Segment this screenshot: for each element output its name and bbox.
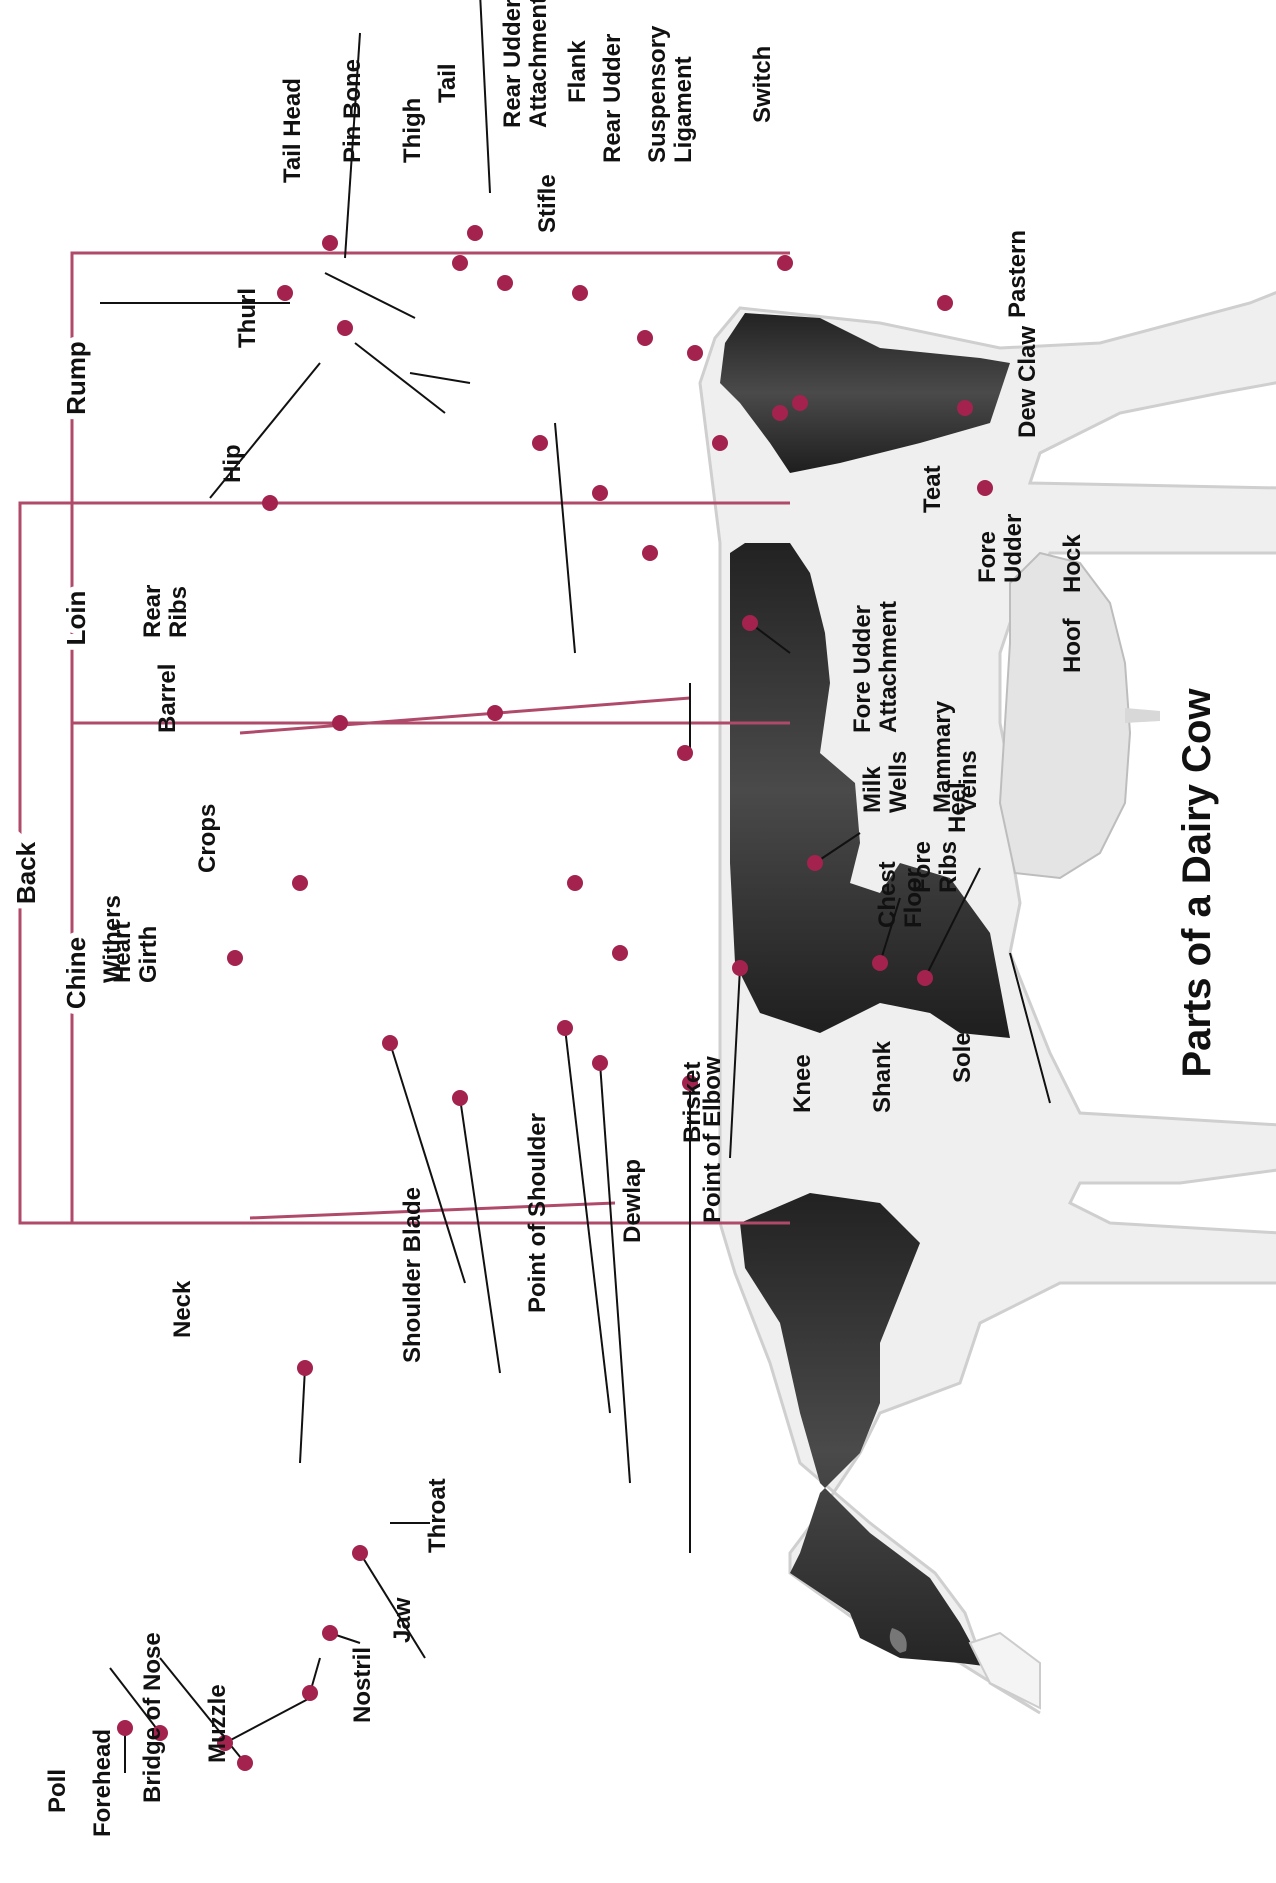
dot-sole — [917, 970, 933, 986]
rump-bracket — [72, 253, 790, 503]
label-rump: Rump — [61, 341, 91, 415]
label-muzzle: Muzzle — [204, 1684, 231, 1763]
dot-tail — [467, 225, 483, 241]
label-shank: Shank — [869, 1040, 896, 1113]
label-sole: Sole — [949, 1032, 976, 1083]
label-bridge-of-nose: Bridge of Nose — [139, 1632, 166, 1803]
dot-teat — [772, 405, 788, 421]
region-brackets — [20, 253, 790, 1223]
label-switch: Switch — [749, 46, 776, 123]
chine-bracket — [72, 723, 790, 1223]
label-suspensory-ligament: Suspensory Ligament — [644, 19, 697, 163]
dot-tail-head — [277, 285, 293, 301]
dot-fore-udder — [712, 435, 728, 451]
label-crops: Crops — [194, 804, 221, 873]
label-milk-wells: Milk Wells — [859, 751, 912, 813]
dot-thigh — [452, 255, 468, 271]
label-rear-ribs: Rear Ribs — [139, 578, 192, 638]
dot-hip — [262, 495, 278, 511]
label-thigh: Thigh — [399, 98, 426, 163]
dot-flank — [592, 485, 608, 501]
dot-shoulder-blade — [382, 1035, 398, 1051]
label-nostril: Nostril — [349, 1647, 376, 1723]
label-tail-head: Tail Head — [279, 78, 306, 183]
label-pastern: Pastern — [1004, 230, 1031, 318]
label-loin: Loin — [61, 591, 91, 646]
dot-shank — [872, 955, 888, 971]
dot-crops — [292, 875, 308, 891]
dot-throat — [352, 1545, 368, 1561]
label-hip: Hip — [219, 444, 246, 483]
dot-chest-floor — [612, 945, 628, 961]
teat-shape — [1125, 708, 1160, 723]
label-jaw: Jaw — [389, 1597, 416, 1643]
label-neck: Neck — [169, 1280, 196, 1338]
dot-thurl — [337, 320, 353, 336]
label-pin-bone: Pin Bone — [339, 59, 366, 163]
dot-milk-wells — [677, 745, 693, 761]
label-barrel: Barrel — [154, 664, 181, 733]
dot-hoof — [977, 480, 993, 496]
label-rear-udder: Rear Udder — [599, 34, 626, 163]
label-stifle: Stifle — [534, 174, 561, 233]
region-labels: Back Chine Loin Rump — [11, 341, 91, 1009]
dot-suspensory-ligament-2 — [687, 345, 703, 361]
dot-fore-udder-attachment — [642, 545, 658, 561]
dot-stifle — [532, 435, 548, 451]
label-heart-girth: Heart Girth — [109, 915, 162, 983]
dot-dew-claw — [957, 400, 973, 416]
label-dew-claw: Dew Claw — [1014, 326, 1041, 438]
back-bracket — [20, 503, 790, 1223]
diagram-title: Parts of a Dairy Cow — [1175, 688, 1219, 1078]
dot-switch — [777, 255, 793, 271]
dot-knee — [732, 960, 748, 976]
label-tail: Tail — [434, 63, 461, 103]
heart-girth-line — [250, 1203, 615, 1218]
udder — [1000, 553, 1130, 878]
dot-dewlap — [557, 1020, 573, 1036]
label-dewlap: Dewlap — [619, 1159, 646, 1243]
dot-mammary-veins — [742, 615, 758, 631]
label-flank: Flank — [564, 40, 591, 103]
label-throat: Throat — [424, 1478, 451, 1553]
label-fore-udder-attachment: Fore Udder Attachment — [849, 598, 902, 733]
label-poll: Poll — [44, 1769, 71, 1813]
dot-brisket — [592, 1055, 608, 1071]
label-shoulder-blade: Shoulder Blade — [399, 1187, 426, 1363]
label-hock: Hock — [1059, 534, 1086, 593]
label-back: Back — [11, 841, 41, 904]
dot-poll — [117, 1720, 133, 1736]
dot-hock — [792, 395, 808, 411]
diagram-rotated: Poll Forehead Bridge of Nose Muzzle Nost… — [11, 0, 1276, 1837]
dot-point-of-shoulder — [452, 1090, 468, 1106]
dot-heel — [807, 855, 823, 871]
label-chine: Chine — [61, 937, 91, 1009]
dot-rear-udder — [572, 285, 588, 301]
label-point-of-shoulder: Point of Shoulder — [524, 1113, 551, 1313]
barrel-line — [240, 698, 690, 733]
label-forehead: Forehead — [89, 1729, 116, 1837]
dot-neck — [297, 1360, 313, 1376]
dot-rear-udder-attachment — [497, 275, 513, 291]
label-thurl: Thurl — [234, 288, 261, 348]
dot-suspensory-ligament — [637, 330, 653, 346]
dot-nostril — [302, 1685, 318, 1701]
dot-pastern — [937, 295, 953, 311]
dot-withers — [227, 950, 243, 966]
label-knee: Knee — [789, 1054, 816, 1113]
dot-rear-ribs — [487, 705, 503, 721]
dot-pin-bone — [322, 235, 338, 251]
label-teat: Teat — [919, 465, 946, 513]
dot-fore-ribs — [567, 875, 583, 891]
label-point-of-elbow: Point of Elbow — [699, 1056, 726, 1223]
label-rear-udder-attachment: Rear Udder Attachment — [499, 0, 552, 128]
dot-bridge-of-nose — [237, 1755, 253, 1771]
label-hoof: Hoof — [1059, 617, 1086, 673]
dot-jaw — [322, 1625, 338, 1641]
dot-barrel — [332, 715, 348, 731]
